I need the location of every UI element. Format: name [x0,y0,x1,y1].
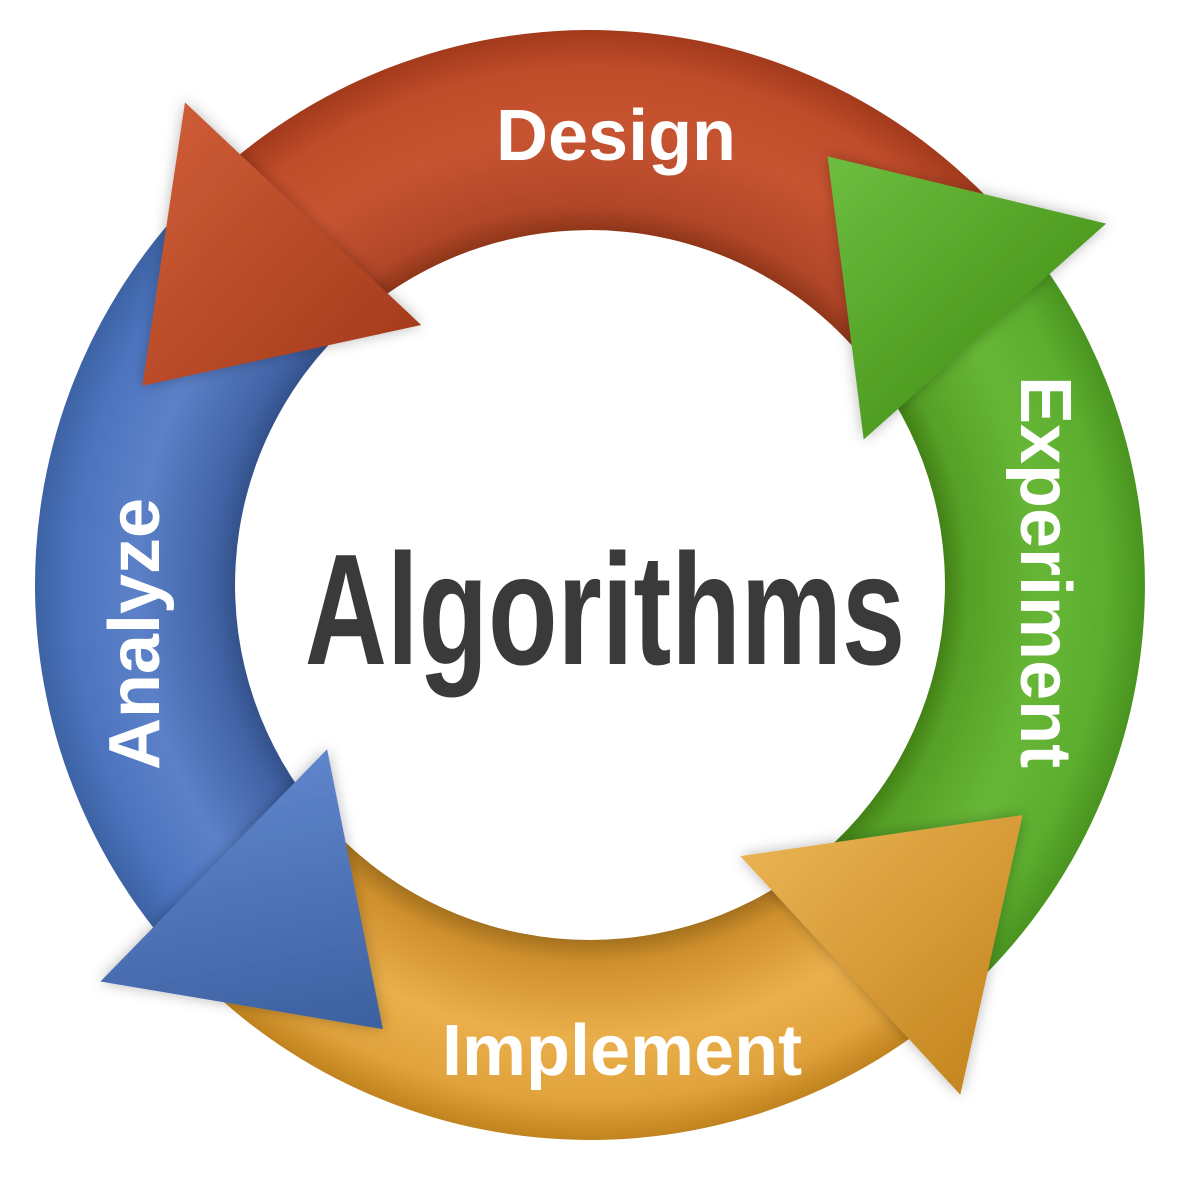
design-arrow-band [218,30,1034,372]
implement-arrow-band [171,817,932,1140]
experiment-arrow-band [808,251,1145,1023]
experiment-arrowhead [827,156,1107,440]
design-label: Design [496,96,736,176]
implement-arrowhead [740,815,1023,1095]
algorithms-title: Algorithms [305,522,905,699]
implement-label: Implement [442,1011,802,1091]
analyze-arrow-band [34,172,353,950]
design-arrowhead [142,102,422,386]
analyze-label: Analyze [95,498,175,770]
analyze-arrowhead [100,749,383,1030]
experiment-label: Experiment [1005,376,1085,768]
